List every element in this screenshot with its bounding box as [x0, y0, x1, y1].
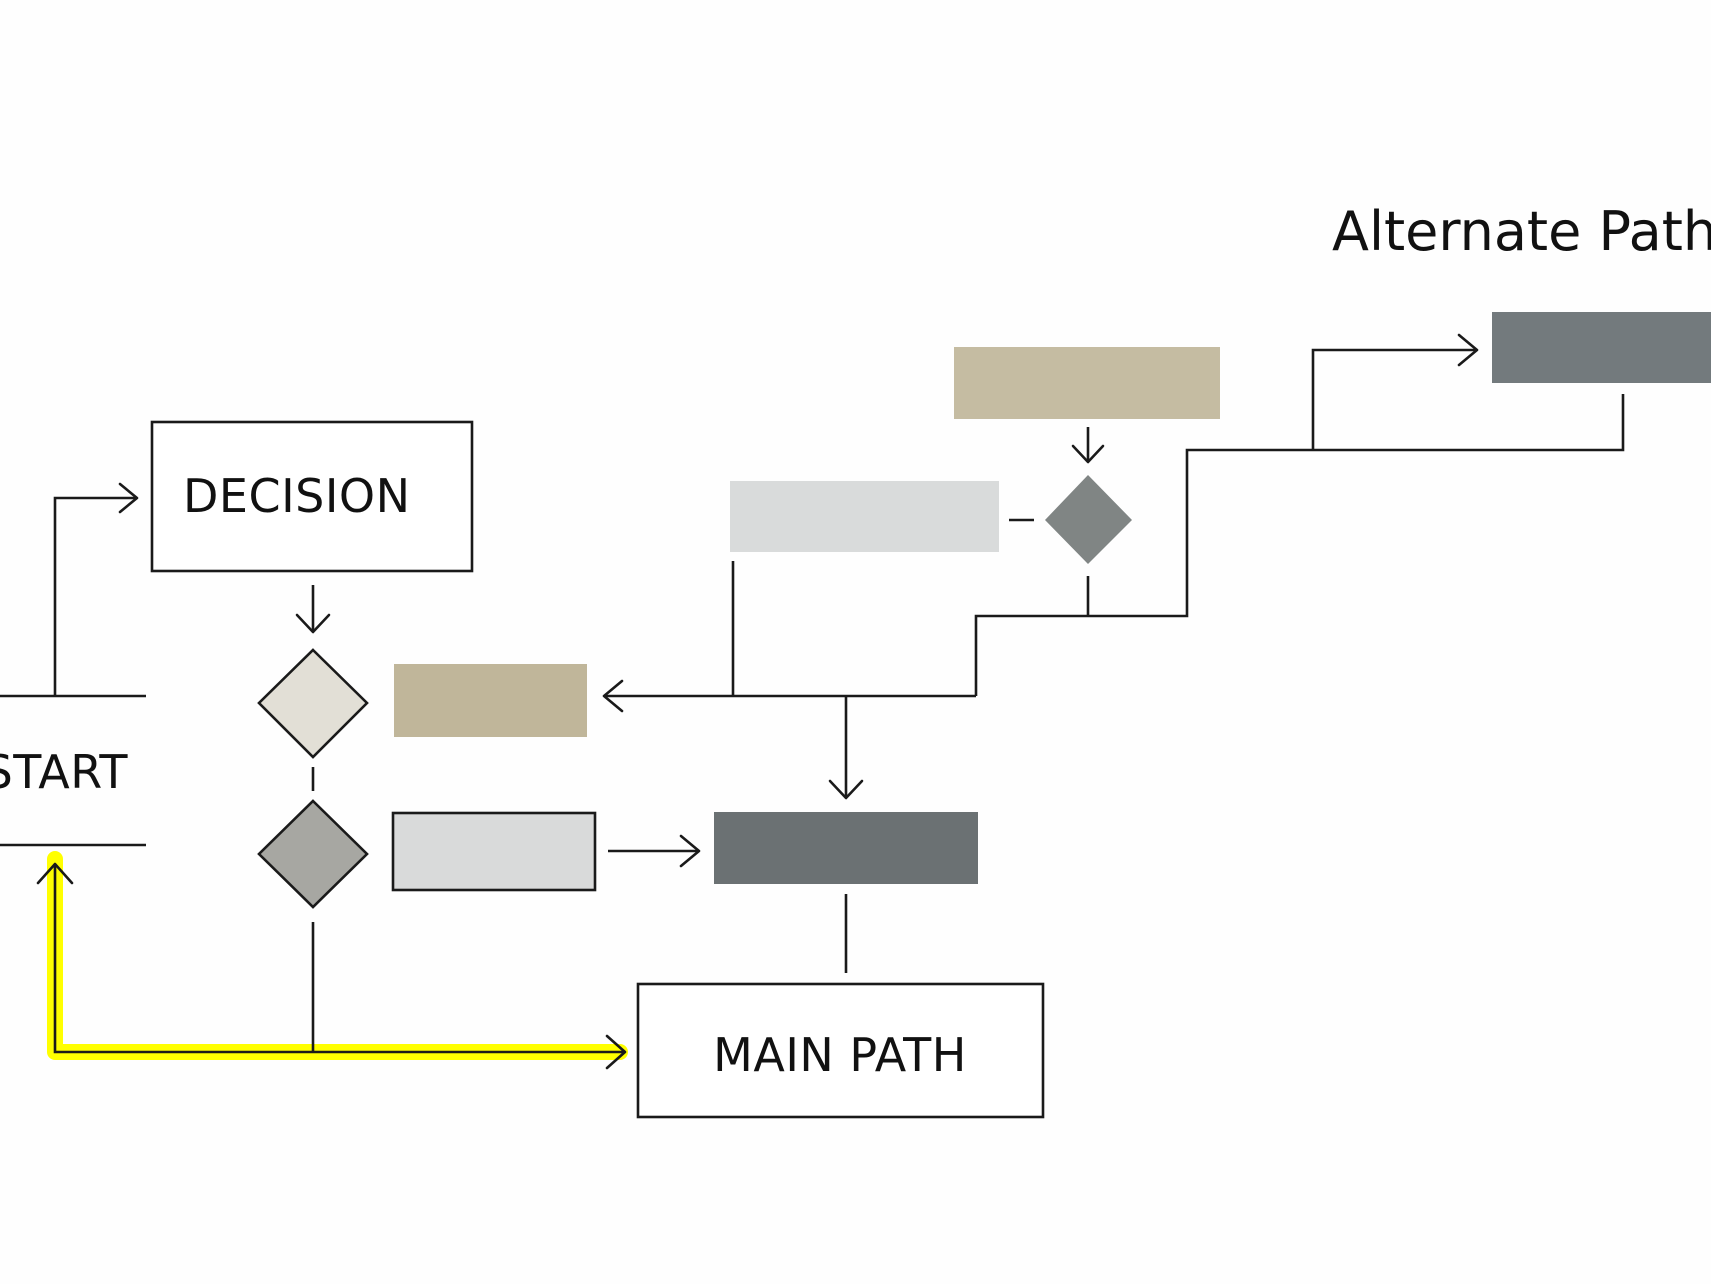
return-edge-line	[53, 866, 624, 1054]
highlighted-return-edge	[36, 851, 628, 1070]
decision-label: DECISION	[183, 469, 411, 523]
return-edge-arrowhead-up	[36, 862, 74, 885]
arrowhead-down	[1071, 444, 1105, 464]
start-node[interactable]: START	[0, 694, 146, 847]
arrowhead-down-to-dark-box	[828, 779, 864, 800]
edge-light-to-dark-box	[608, 834, 701, 868]
box-dark-mid[interactable]	[714, 812, 978, 884]
edge-decision-to-diamond	[295, 585, 331, 634]
main-path-box	[636, 982, 1045, 1119]
staircase-line	[974, 394, 1625, 696]
alt-box-dark[interactable]	[1492, 312, 1711, 383]
junction-network	[602, 333, 1625, 800]
edge-alt-tan-to-diamond	[1071, 427, 1105, 464]
box-light-mid[interactable]	[391, 811, 597, 892]
decision-box	[150, 420, 474, 573]
alt-box-tan[interactable]	[954, 347, 1220, 419]
diamond-light[interactable]	[257, 648, 369, 759]
edge-start-to-decision	[53, 482, 139, 696]
arrowhead-right-to-alt-dark-box	[1457, 333, 1479, 367]
start-label: START	[0, 745, 128, 799]
main-path-label: MAIN PATH	[713, 1028, 967, 1082]
alternate-path-title: Alternate Path	[1332, 200, 1711, 263]
diamond-dark[interactable]	[257, 799, 369, 909]
edge-line	[53, 496, 136, 696]
alt-diamond[interactable]	[1045, 475, 1132, 564]
arrowhead-right	[679, 834, 701, 868]
box-tan-mid[interactable]	[394, 664, 587, 737]
main-path-node[interactable]: MAIN PATH	[636, 982, 1045, 1119]
arrowhead-down	[295, 613, 331, 634]
alt-box-light[interactable]	[730, 481, 999, 552]
arrowhead-left-to-tan-box	[602, 679, 624, 713]
decision-node[interactable]: DECISION	[150, 420, 474, 573]
return-edge-arrowhead-right	[605, 1034, 627, 1070]
arrowhead-right	[118, 482, 139, 514]
edge-to-alt-dark-box	[1311, 348, 1475, 450]
